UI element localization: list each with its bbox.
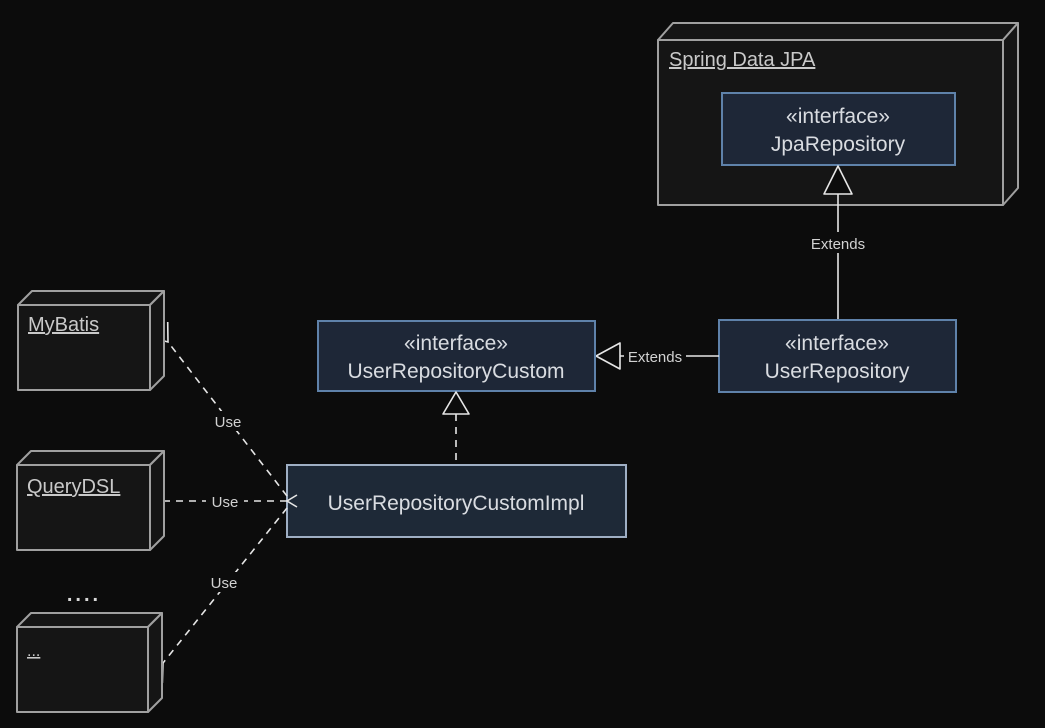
class-user-repository-custom-name: UserRepositoryCustom bbox=[347, 360, 564, 383]
package-others-label: ... bbox=[27, 643, 40, 660]
class-user-repository-name: UserRepository bbox=[765, 360, 910, 383]
package-spring-label: Spring Data JPA bbox=[669, 49, 816, 71]
package-mybatis-top-face bbox=[17, 290, 165, 306]
class-jpa-repository-stereotype: «interface» bbox=[786, 105, 890, 128]
edge-use-mybatis: Use bbox=[148, 321, 288, 497]
edge-use-others: Use bbox=[143, 507, 288, 684]
package-spring-top-face bbox=[657, 22, 1019, 41]
class-user-repository-stereotype: «interface» bbox=[785, 332, 889, 355]
class-user-repository-custom-impl-name: UserRepositoryCustomImpl bbox=[328, 492, 585, 515]
edge-use-querydsl: Use bbox=[147, 488, 298, 514]
package-others-top-face bbox=[16, 612, 163, 628]
class-jpa-repository-name: JpaRepository bbox=[771, 133, 906, 156]
package-mybatis: MyBatis bbox=[17, 290, 165, 391]
package-spring-side-face bbox=[1002, 22, 1019, 206]
package-querydsl-side-face bbox=[149, 450, 165, 551]
edge-use-querydsl-label-bg bbox=[206, 491, 244, 511]
edge-extends-custom-label-bg bbox=[624, 346, 686, 366]
class-jpa-repository-box bbox=[721, 92, 956, 166]
class-user-repository-box bbox=[718, 319, 957, 393]
class-user-repository: «interface» UserRepository bbox=[718, 319, 957, 393]
generalization-arrow-icon bbox=[595, 342, 621, 370]
edge-use-mybatis-label: Use bbox=[215, 414, 242, 431]
package-querydsl-top-face bbox=[16, 450, 165, 466]
edge-use-mybatis-label-bg bbox=[209, 411, 247, 431]
package-mybatis-side-face bbox=[149, 290, 165, 391]
class-user-repository-custom-impl: UserRepositoryCustomImpl bbox=[286, 464, 627, 538]
edge-use-querydsl-label: Use bbox=[212, 494, 239, 511]
package-others: ... bbox=[16, 612, 163, 713]
class-user-repository-custom: «interface» UserRepositoryCustom bbox=[317, 320, 596, 392]
edge-extends-custom-label: Extends bbox=[628, 349, 682, 366]
class-user-repository-custom-impl-box bbox=[286, 464, 627, 538]
package-mybatis-front-face bbox=[17, 304, 151, 391]
edge-extends-custom: Extends bbox=[595, 342, 719, 370]
package-others-front-face bbox=[16, 626, 149, 713]
ellipsis-dots: .... bbox=[67, 584, 101, 606]
edge-realization bbox=[442, 391, 470, 465]
package-others-side-face bbox=[147, 612, 163, 713]
realization-arrow-icon bbox=[442, 391, 470, 415]
edge-use-others-label-bg bbox=[205, 572, 243, 592]
package-querydsl-label: QueryDSL bbox=[27, 476, 120, 498]
generalization-arrow-icon bbox=[823, 165, 853, 195]
edge-extends-jpa-label-bg bbox=[806, 232, 870, 253]
package-mybatis-label: MyBatis bbox=[28, 314, 99, 336]
package-querydsl: QueryDSL bbox=[16, 450, 165, 551]
package-querydsl-front-face bbox=[16, 464, 151, 551]
edge-extends-jpa-label: Extends bbox=[811, 236, 865, 253]
class-user-repository-custom-stereotype: «interface» bbox=[404, 332, 508, 355]
class-user-repository-custom-box bbox=[317, 320, 596, 392]
edge-use-others-label: Use bbox=[211, 575, 238, 592]
class-jpa-repository: «interface» JpaRepository bbox=[721, 92, 956, 166]
package-spring-data-jpa: Spring Data JPA «interface» JpaRepositor… bbox=[657, 22, 1019, 206]
edge-extends-jpa: Extends bbox=[806, 165, 870, 320]
